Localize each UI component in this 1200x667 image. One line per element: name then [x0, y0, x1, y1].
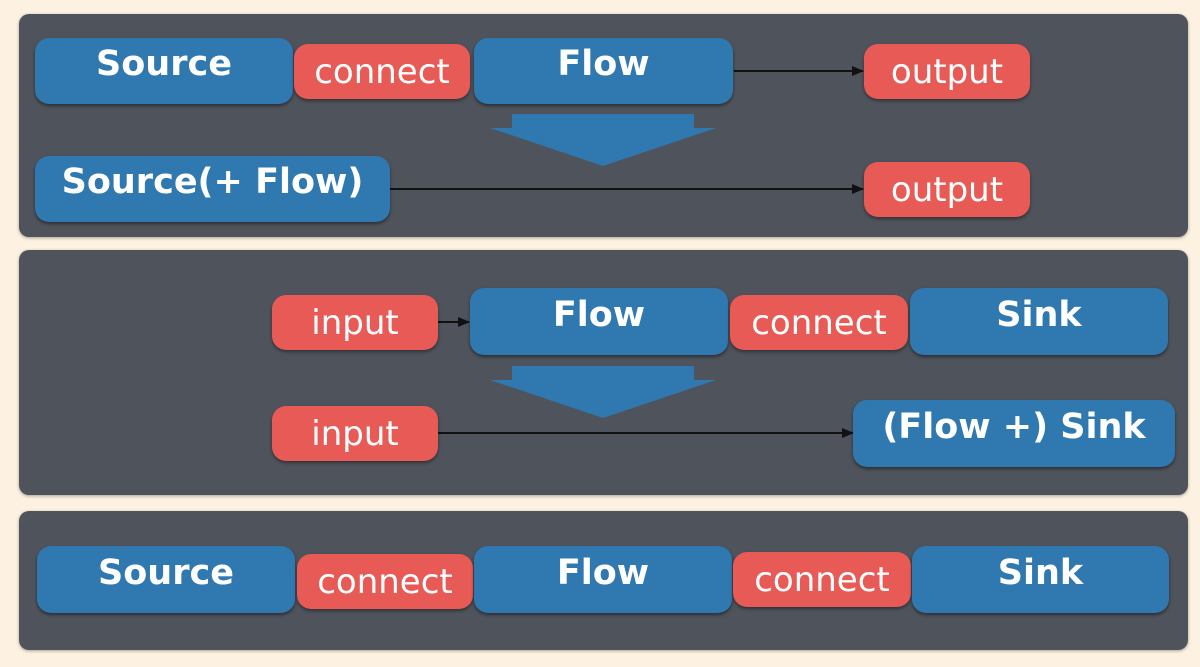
flow-box: Flow	[474, 546, 732, 613]
flow-box: Flow	[470, 288, 728, 355]
chevron-down-icon	[490, 366, 716, 418]
input-pill: input	[272, 406, 438, 461]
output-pill: output	[864, 44, 1030, 99]
connect-pill: connect	[733, 552, 911, 607]
connect-pill: connect	[294, 44, 470, 99]
sink-box: Sink	[912, 546, 1169, 613]
flow-plus-sink-box: (Flow +) Sink	[853, 400, 1175, 467]
connect-pill: connect	[730, 295, 908, 350]
source-plus-flow-box: Source(+ Flow)	[35, 156, 390, 222]
output-pill: output	[864, 162, 1030, 217]
source-box: Source	[37, 546, 295, 613]
input-pill: input	[272, 295, 438, 350]
connect-pill: connect	[297, 554, 473, 609]
source-box: Source	[35, 38, 293, 104]
sink-box: Sink	[910, 288, 1168, 355]
chevron-down-icon	[490, 114, 716, 166]
flow-box: Flow	[474, 38, 733, 104]
